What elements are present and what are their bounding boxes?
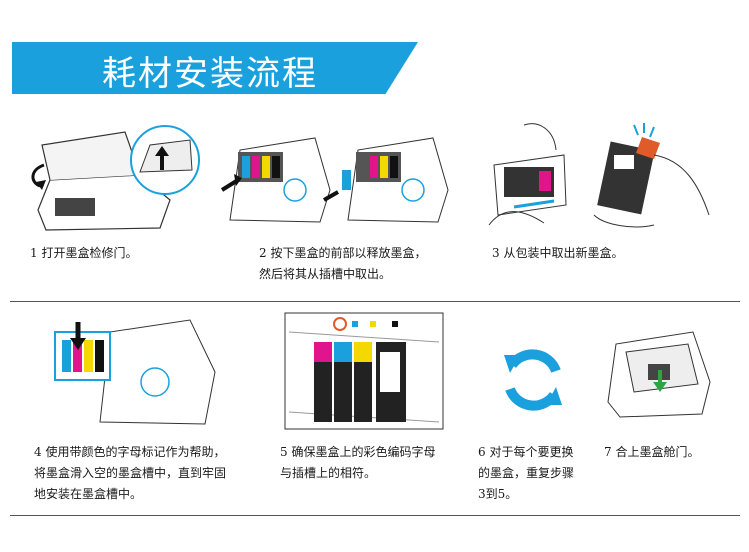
- title-banner: 耗材安装流程: [12, 42, 418, 94]
- caption-line: 5 确保墨盒上的彩色编码字母: [280, 445, 436, 459]
- bottom-divider: [10, 515, 740, 516]
- printer-close-icon: [607, 331, 711, 418]
- caption-line: 2 按下墨盒的前部以释放墨盒，: [259, 246, 427, 260]
- caption-line: 地安装在墨盒槽中。: [34, 487, 143, 501]
- cartridge-slot-icon: [284, 312, 444, 430]
- caption-line: 6 对于每个要更换: [478, 445, 574, 459]
- caption-line: 然后将其从插槽中取出。: [259, 267, 392, 281]
- caption-line: 4 使用带颜色的字母标记作为帮助，: [34, 445, 226, 459]
- caption-line: 3 从包装中取出新墨盒。: [492, 246, 624, 260]
- caption-line: 3到5。: [478, 487, 518, 501]
- caption-line: 将墨盒滑入空的墨盒槽中，直到牢固: [34, 466, 227, 480]
- row-divider: [10, 301, 740, 302]
- step-7-caption: 7 合上墨盒舱门。: [604, 442, 699, 463]
- caption-line: 7 合上墨盒舱门。: [604, 445, 700, 459]
- cartridge-remove-icon: [220, 137, 449, 223]
- caption-line: 与插槽上的相符。: [280, 466, 377, 480]
- repeat-cycle-icon: [504, 349, 562, 411]
- step-5-caption: 5 确保墨盒上的彩色编码字母 与插槽上的相符。: [280, 442, 435, 484]
- step-2-caption: 2 按下墨盒的前部以释放墨盒， 然后将其从插槽中取出。: [259, 243, 426, 285]
- step-4-caption: 4 使用带颜色的字母标记作为帮助， 将墨盒滑入空的墨盒槽中，直到牢固 地安装在墨…: [34, 442, 226, 505]
- caption-line: 1 打开墨盒检修门。: [30, 246, 138, 260]
- step-1-caption: 1 打开墨盒检修门。: [30, 243, 137, 264]
- cartridge-unpack-icon: [488, 123, 710, 228]
- caption-line: 的墨盒，重复步骤: [478, 466, 575, 480]
- page-title: 耗材安装流程: [102, 54, 318, 94]
- step-3-caption: 3 从包装中取出新墨盒。: [492, 243, 623, 264]
- printer-open-icon: [31, 125, 200, 231]
- cartridge-insert-icon: [54, 319, 216, 425]
- step-6-caption: 6 对于每个要更换 的墨盒，重复步骤 3到5。: [478, 442, 574, 505]
